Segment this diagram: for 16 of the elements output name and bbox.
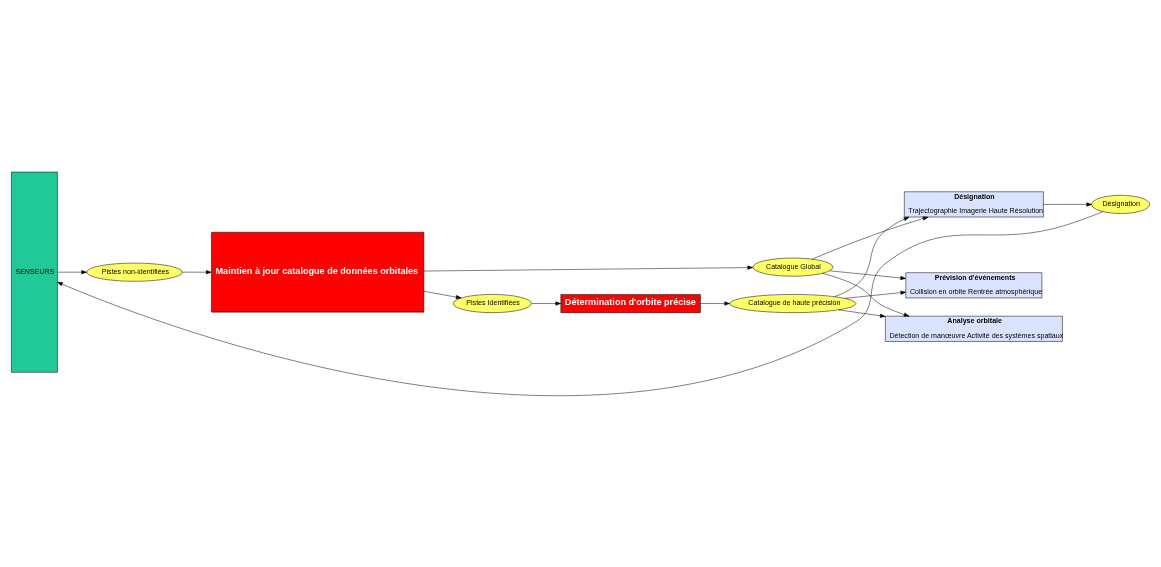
arrow xyxy=(531,301,561,306)
arrow xyxy=(1043,201,1092,206)
arrow xyxy=(834,216,910,297)
arrow xyxy=(423,265,754,271)
node-box: Détermination d'orbite précise xyxy=(560,293,701,313)
arrow xyxy=(844,290,907,299)
arrow xyxy=(829,270,906,280)
arrow xyxy=(182,269,212,274)
arrow xyxy=(423,290,462,299)
arrow xyxy=(700,301,730,306)
arrow xyxy=(838,309,886,318)
arrow xyxy=(822,272,910,316)
node-box: Maintien à jour catalogue de données orbitales xyxy=(211,231,425,312)
arrow xyxy=(57,269,87,274)
arrow xyxy=(57,210,1104,396)
arrow xyxy=(812,216,929,259)
